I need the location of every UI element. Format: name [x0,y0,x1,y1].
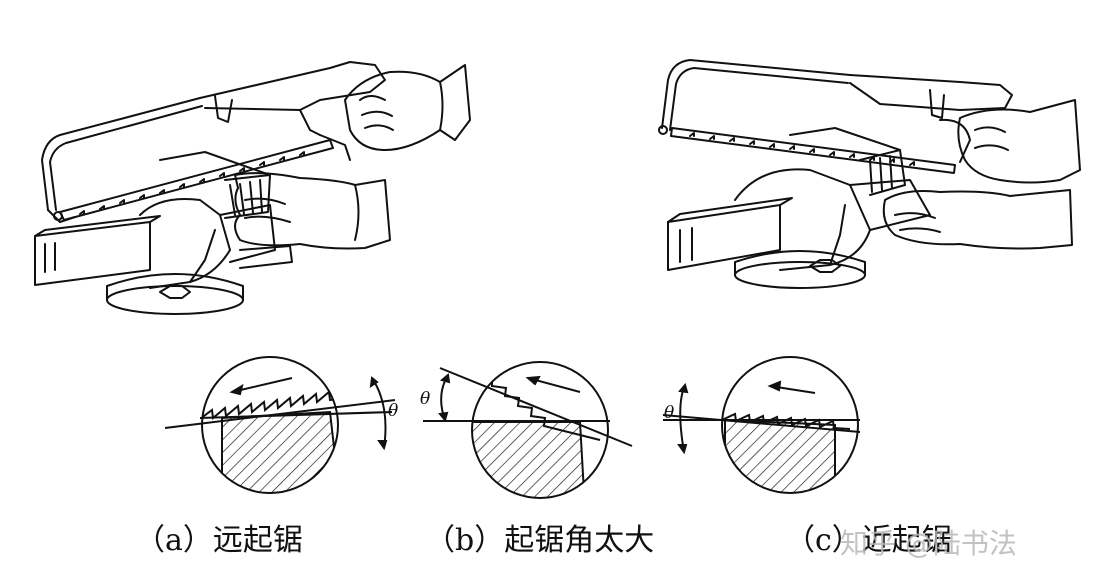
vise-base [106,273,244,315]
reference-line [662,414,861,433]
angle-label-b: θ [420,389,430,409]
left-hand [234,172,391,250]
vise-body [34,198,293,289]
reference-line [164,399,396,429]
illustration-near-start [658,59,1081,289]
vise-body [667,168,931,271]
watermark: 知乎 @陆书法 [840,527,1017,560]
saw-teeth [479,374,601,441]
workpiece [159,151,271,219]
blade-line [439,367,633,447]
hacksaw [658,59,1013,174]
caption-c: （c）近起锯 [785,523,952,558]
angle-label-c: θ [664,403,674,423]
left-hand [882,189,1073,250]
caption-a: （a）远起锯 [135,523,303,558]
right-hand [957,99,1081,184]
blade-line [199,411,393,419]
hatched-workpiece [724,418,836,493]
detail-circle [471,361,609,499]
right-hand [344,64,471,151]
detail-near-start [662,356,861,494]
detail-circle [721,356,859,494]
illustration-far-start [34,61,471,315]
vise-base [734,250,866,289]
caption-b: （b）起锯角太大 [425,523,655,558]
detail-angle-too-large [423,361,633,499]
angle-arc [679,384,686,453]
saw-teeth [202,390,338,420]
detail-far-start [164,356,396,494]
hacksaw [41,61,386,223]
angle-label-a: θ [388,401,398,421]
detail-circle [201,356,339,494]
